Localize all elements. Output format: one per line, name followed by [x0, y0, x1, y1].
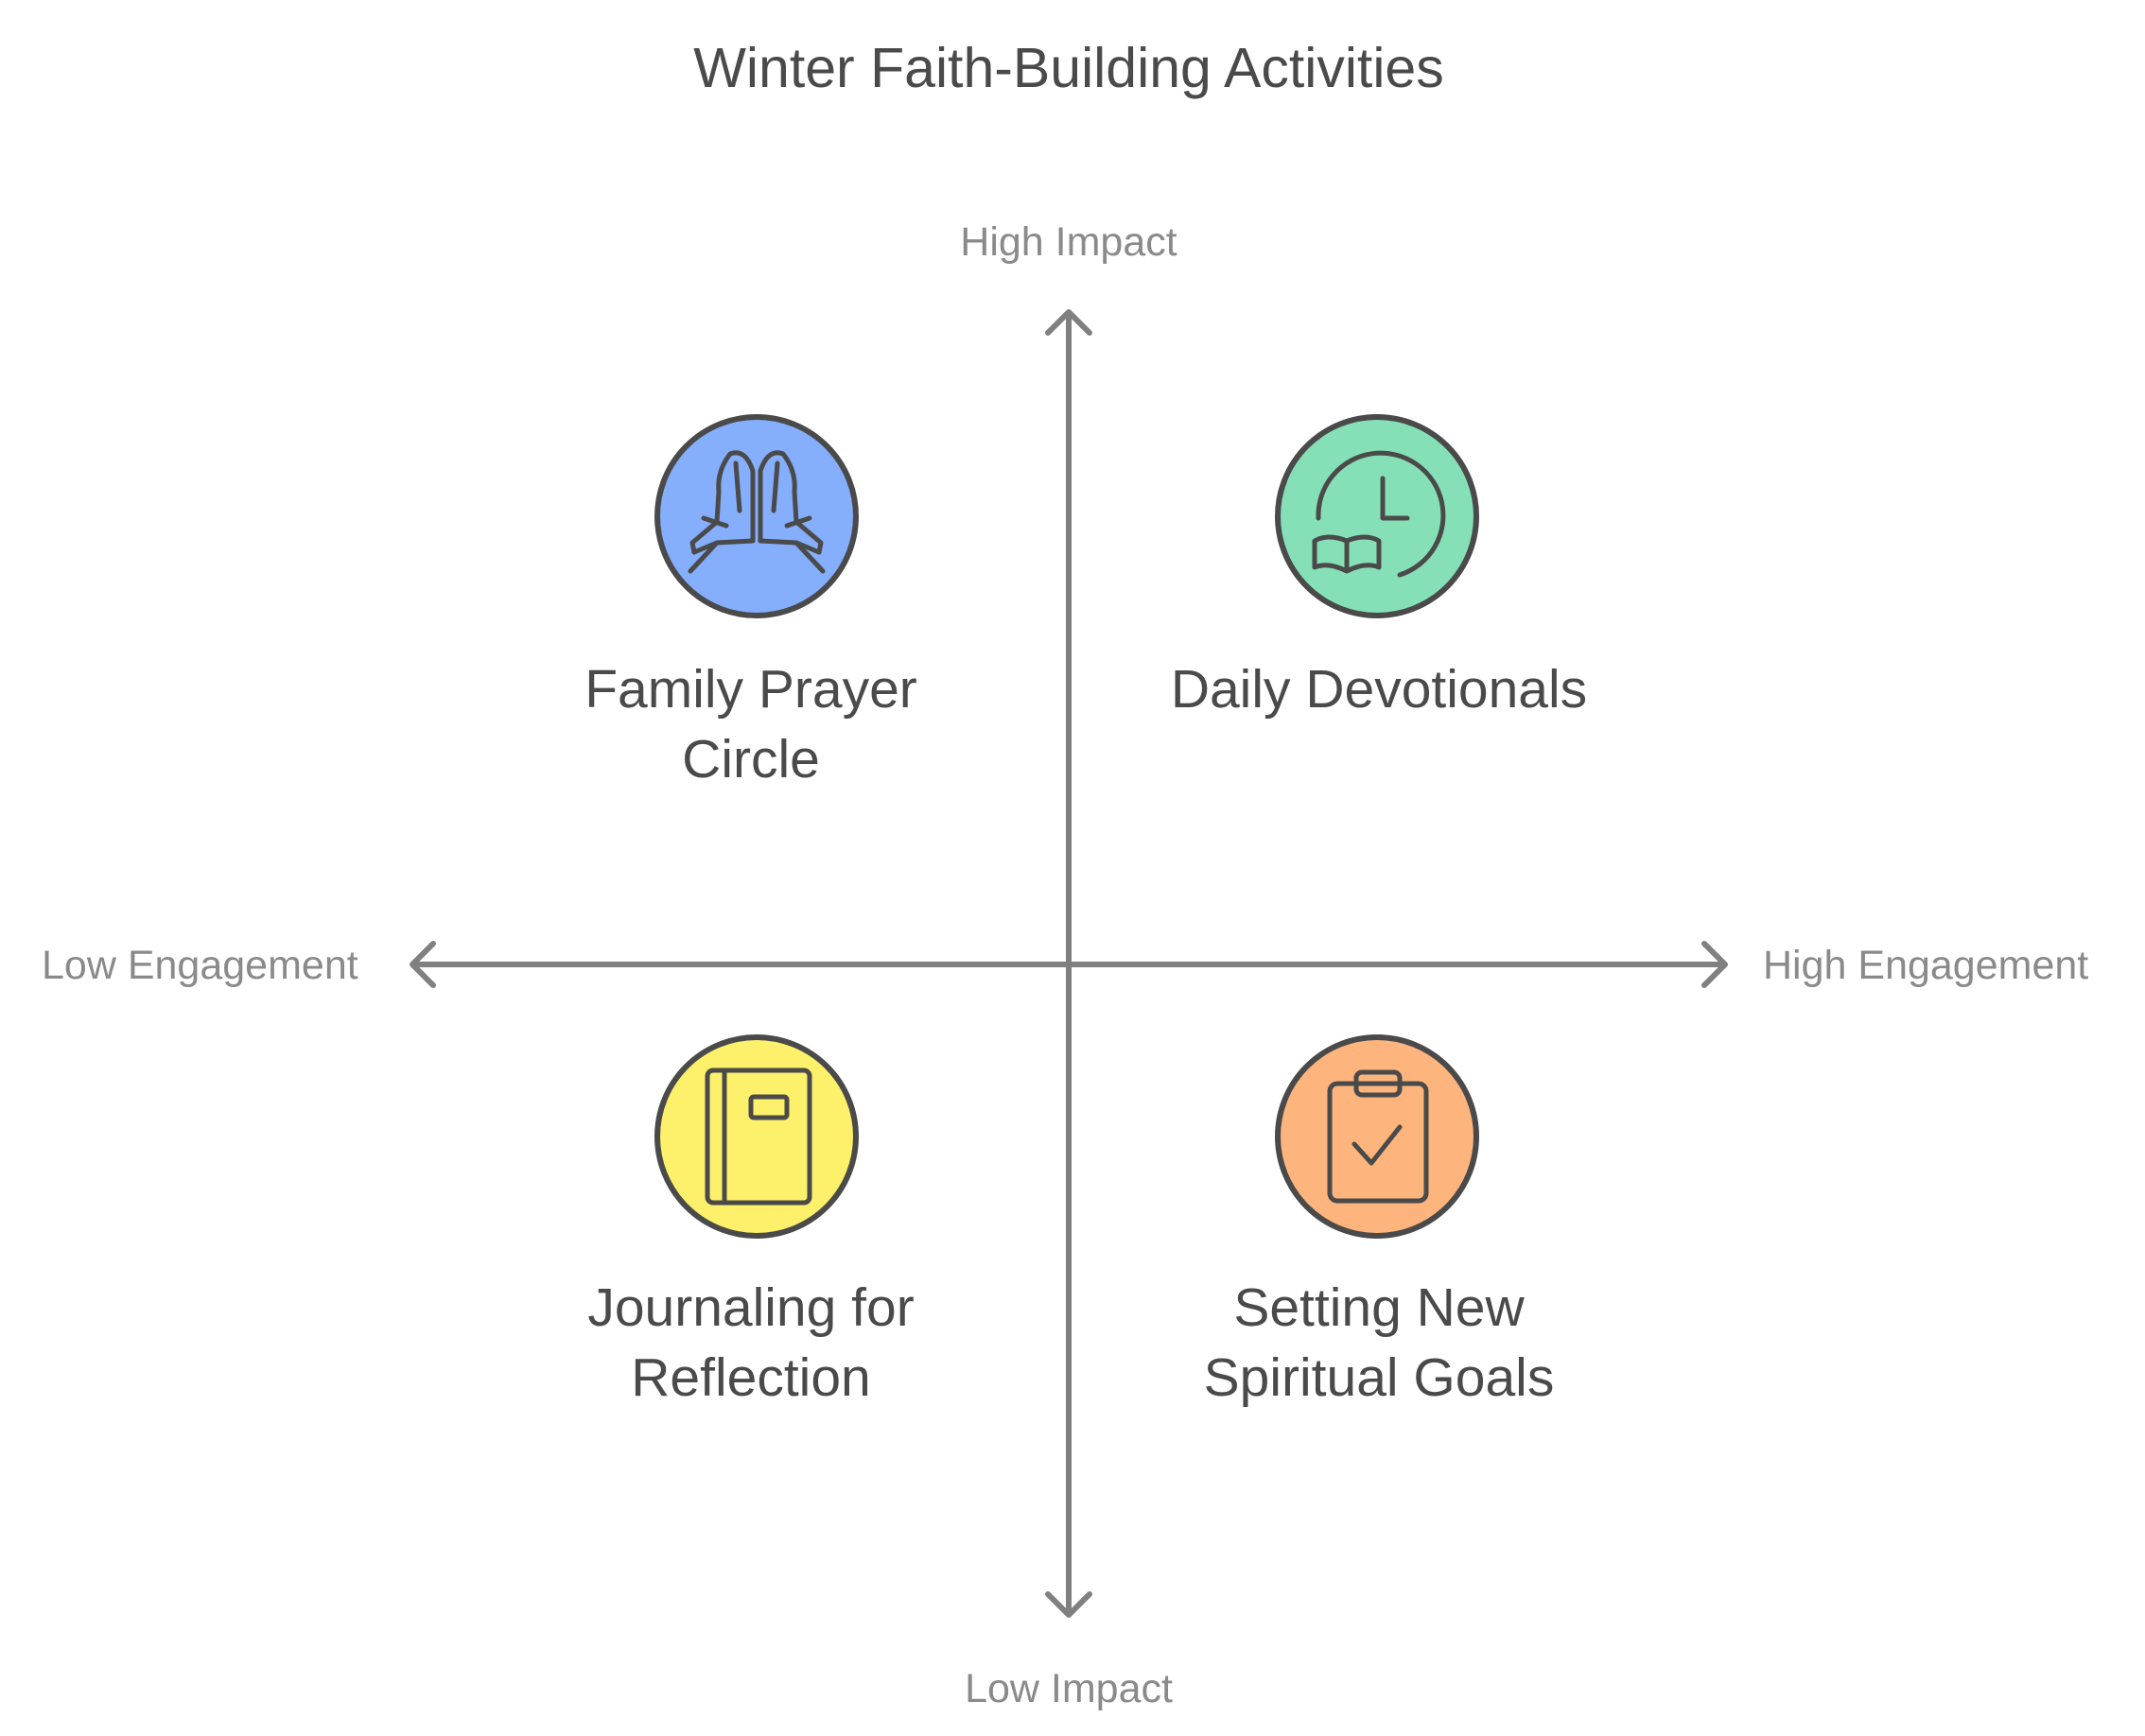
- quadrant-journaling-for-reflection: Journaling for Reflection: [587, 1034, 915, 1408]
- clipboard-check-icon: [1327, 1069, 1429, 1204]
- book-clock-icon: [1312, 450, 1446, 578]
- label-family-prayer-line-2: Circle: [682, 729, 820, 790]
- badge-daily-devotionals: [1275, 414, 1479, 618]
- arrow-up-icon: [1045, 309, 1092, 336]
- quadrant-family-prayer-circle: Family Prayer Circle: [584, 414, 917, 790]
- axis-label-low-impact: Low Impact: [965, 1666, 1173, 1711]
- label-spiritual-goals-line-2: Spiritual Goals: [1204, 1347, 1555, 1408]
- badge-journaling: [654, 1034, 859, 1239]
- label-family-prayer-line-1: Family Prayer: [584, 659, 917, 720]
- arrow-left-icon: [410, 941, 436, 988]
- praying-hands-icon: [688, 450, 826, 574]
- badge-spiritual-goals: [1275, 1034, 1479, 1239]
- notebook-icon: [705, 1068, 812, 1206]
- axis-label-high-engagement: High Engagement: [1763, 943, 2088, 988]
- quadrant-setting-new-spiritual-goals: Setting New Spiritual Goals: [1204, 1034, 1555, 1408]
- label-journaling-line-2: Reflection: [631, 1347, 870, 1408]
- label-journaling-line-1: Journaling for: [587, 1277, 914, 1338]
- label-daily-devotionals: Daily Devotionals: [1171, 659, 1587, 720]
- diagram-title: Winter Faith-Building Activities: [693, 37, 1444, 99]
- axis-label-low-engagement: Low Engagement: [42, 943, 358, 988]
- arrow-right-icon: [1701, 941, 1728, 988]
- horizontal-axis: [410, 941, 1728, 988]
- badge-family-prayer: [654, 414, 859, 618]
- axis-label-high-impact: High Impact: [960, 219, 1177, 265]
- label-spiritual-goals-line-1: Setting New: [1233, 1277, 1525, 1338]
- arrow-down-icon: [1045, 1591, 1092, 1618]
- quadrant-daily-devotionals: Daily Devotionals: [1171, 414, 1587, 720]
